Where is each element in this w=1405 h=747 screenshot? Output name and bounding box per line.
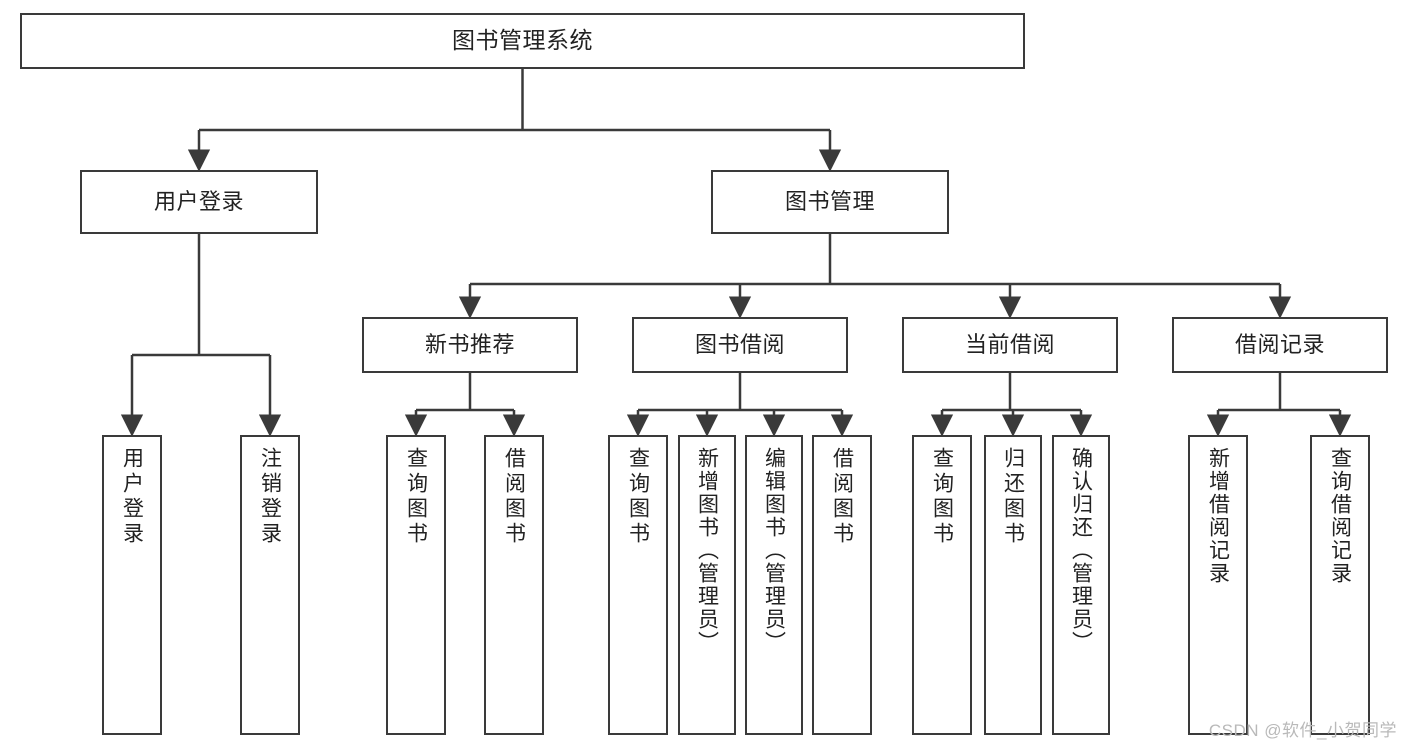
node-borrow-record[interactable]: 借阅记录 [1172, 317, 1388, 373]
node-leaf-add-record[interactable]: 新增借阅记录 [1188, 435, 1248, 735]
node-book-manage[interactable]: 图书管理 [711, 170, 949, 234]
node-label: 用户登录 [120, 447, 144, 547]
node-leaf-query-record[interactable]: 查询借阅记录 [1310, 435, 1370, 735]
node-current-borrow[interactable]: 当前借阅 [902, 317, 1118, 373]
node-label: 确认归还（管理员） [1069, 447, 1093, 654]
node-label: 查询图书 [930, 447, 954, 547]
node-leaf-user-login[interactable]: 用户登录 [102, 435, 162, 735]
node-leaf-borrow-book-1[interactable]: 借阅图书 [484, 435, 544, 735]
node-leaf-edit-book[interactable]: 编辑图书（管理员） [745, 435, 803, 735]
node-label: 当前借阅 [964, 332, 1055, 358]
node-label: 图书借阅 [694, 332, 785, 358]
node-new-book-rec[interactable]: 新书推荐 [362, 317, 578, 373]
node-label: 查询借阅记录 [1328, 447, 1352, 585]
node-leaf-confirm-return[interactable]: 确认归还（管理员） [1052, 435, 1110, 735]
node-label: 新增图书（管理员） [695, 447, 719, 654]
node-label: 借阅图书 [830, 447, 854, 547]
node-label: 查询图书 [626, 447, 650, 547]
node-label: 查询图书 [404, 447, 428, 547]
node-root[interactable]: 图书管理系统 [20, 13, 1025, 69]
node-user-login[interactable]: 用户登录 [80, 170, 318, 234]
node-leaf-add-book[interactable]: 新增图书（管理员） [678, 435, 736, 735]
node-label: 新增借阅记录 [1206, 447, 1230, 585]
node-leaf-query-book-3[interactable]: 查询图书 [912, 435, 972, 735]
node-label: 用户登录 [153, 189, 244, 215]
node-leaf-query-book-1[interactable]: 查询图书 [386, 435, 446, 735]
node-label: 新书推荐 [424, 332, 515, 358]
node-leaf-logout[interactable]: 注销登录 [240, 435, 300, 735]
node-book-borrow[interactable]: 图书借阅 [632, 317, 848, 373]
node-leaf-borrow-book-2[interactable]: 借阅图书 [812, 435, 872, 735]
node-label: 注销登录 [258, 447, 282, 547]
watermark-text: CSDN @软件_小贺同学 [1208, 721, 1397, 740]
node-label: 归还图书 [1001, 447, 1025, 547]
node-label: 编辑图书（管理员） [762, 447, 786, 654]
node-leaf-return-book[interactable]: 归还图书 [984, 435, 1042, 735]
node-label: 图书管理系统 [452, 27, 593, 54]
node-label: 图书管理 [784, 189, 875, 215]
node-leaf-query-book-2[interactable]: 查询图书 [608, 435, 668, 735]
node-label: 借阅图书 [502, 447, 526, 547]
node-label: 借阅记录 [1234, 332, 1325, 358]
